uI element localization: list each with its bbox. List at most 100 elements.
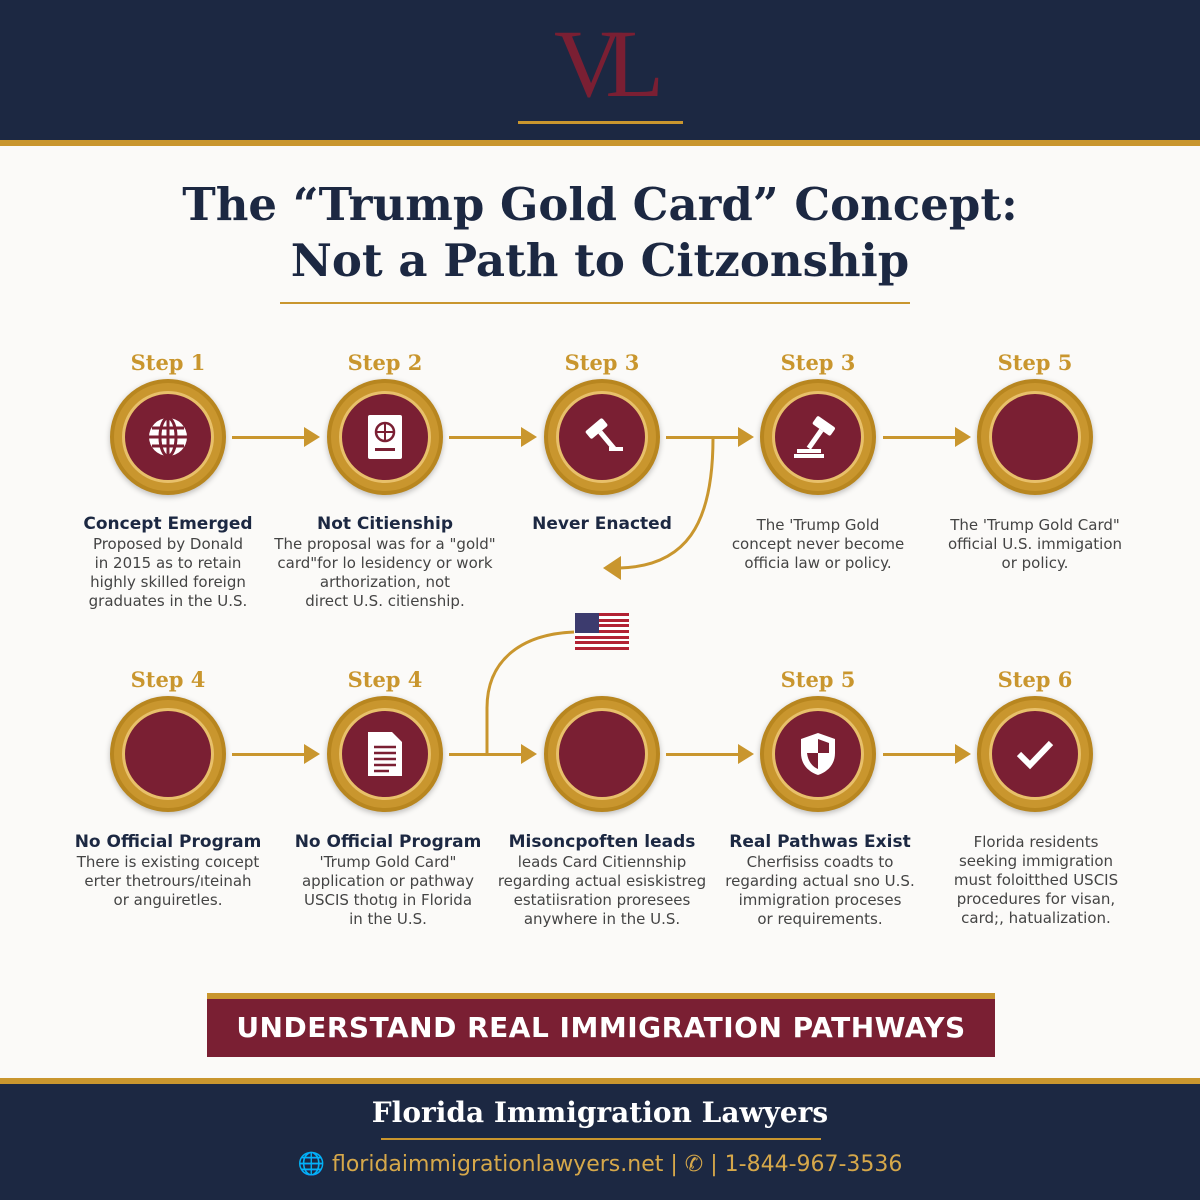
step-label: Step 4 [130,667,206,692]
desc-line: graduates in the U.S. [88,592,248,610]
desc-line: card"for lo lesidency or work [277,554,493,572]
step-description: Not Citienship The proposal was for a "g… [265,514,505,611]
separator: | [670,1152,678,1177]
step-label: Step 4 [347,667,423,692]
step-label: Step 5 [997,350,1073,375]
desc-line: arthorization, not [319,573,451,591]
desc-line: The 'Trump Gold Card" [950,516,1120,534]
curved-connector [485,630,575,754]
footer-contact: 🌐 floridaimmigrationlawyers.net | ✆ | 1-… [0,1152,1200,1177]
step-circle [977,379,1093,495]
step-description: Misoncpoften leads leads Card Citiennshi… [484,832,720,929]
phone-link[interactable]: 1-844-967-3536 [724,1152,903,1177]
logo-underline [518,121,683,124]
step-title: Concept Emerged [83,514,253,534]
desc-line: Proposed by Donald [92,535,244,553]
desc-line: regarding actual sno U.S. [725,872,915,890]
desc-line: seeking immigration [958,852,1114,870]
desc-line: USCIS thotıg in Florida [303,891,473,909]
footer-title: Florida Immigration Lawyers [371,1096,829,1129]
desc-line: erter thetrours/ıteinah [84,872,252,890]
step-label: Step 2 [347,350,423,375]
desc-line: estatiisration proresees [513,891,691,909]
step-title: Never Enacted [532,514,672,534]
step-label: Step 5 [780,667,856,692]
step-label: Step 3 [564,350,640,375]
page-title-line-2: Not a Path to Citzonship [290,234,910,287]
arrow-right [666,744,754,764]
footer-divider [381,1138,821,1140]
desc-line: There is existing coıcept [76,853,260,871]
shield-icon [801,733,835,775]
step-label: Step 1 [130,350,206,375]
desc-line: highly skilled foreign [90,573,246,591]
gavel-icon [585,418,623,451]
desc-line: concept never become [731,535,905,553]
document-icon [368,732,402,776]
step-label: Step 3 [780,350,856,375]
gavel-icon [794,416,835,458]
desc-line: must foloitthed USCIS [953,871,1119,889]
arrow-right [232,744,320,764]
footer: Florida Immigration Lawyers 🌐 floridaimm… [0,1078,1200,1200]
arrow-right [883,427,971,447]
step-circle [977,696,1093,812]
checkmark-icon [1016,740,1054,770]
arrow-right [666,427,754,447]
desc-line: application or pathway [301,872,475,890]
desc-line: or policy. [1001,554,1069,572]
desc-line: official U.S. immigation [947,535,1123,553]
desc-line: Cherfisiss coadts to [746,853,894,871]
step-circle [544,379,660,495]
phone-icon: ✆ [684,1152,704,1177]
us-flag-icon [575,613,629,650]
title-divider [280,302,910,304]
step-description: Never Enacted [492,514,712,535]
step-title: No Official Program [294,832,482,852]
header: VL [0,0,1200,146]
step-description: No Official Program There is existing co… [50,832,286,910]
desc-line: or requirements. [757,910,883,928]
arrow-right [883,744,971,764]
globe-icon [149,416,187,458]
curved-return-arrow [603,437,715,580]
step-description: No Official Program 'Trump Gold Card"app… [270,832,506,929]
step-circle [110,696,226,812]
step-circle [110,379,226,495]
desc-line: in 2015 as to retain [94,554,242,572]
desc-line: The proposal was for a "gold" [274,535,496,553]
arrow-right [449,744,537,764]
desc-line: The 'Trump Gold [756,516,880,534]
desc-line: regarding actual esiskistreg [497,872,707,890]
step-title: Not Citienship [316,514,454,534]
desc-line: immigration proceses [738,891,902,909]
desc-line: 'Trump Gold Card" [319,853,457,871]
step-title: No Official Program [74,832,262,852]
desc-line: Florida residents [973,833,1099,851]
step-circle [327,379,443,495]
arrow-right [232,427,320,447]
logo: VL [554,10,664,117]
page-title-line-1: The “Trump Gold Card” Concept: [182,178,1018,231]
call-to-action-banner: UNDERSTAND REAL IMMIGRATION PATHWAYS [207,993,995,1057]
desc-line: card;, hatualization. [961,909,1111,927]
desc-line: leads Card Citiennship [517,853,687,871]
desc-line: procedures for visan, [956,890,1116,908]
website-link[interactable]: floridaimmigrationlawyers.net [331,1152,664,1177]
step-title: Misoncpoften leads [508,832,696,852]
separator: | [710,1152,718,1177]
globe-icon: 🌐 [297,1152,325,1177]
step-label: Step 6 [997,667,1073,692]
step-circle [760,696,876,812]
desc-line: anywhere in the U.S. [523,910,681,928]
step-description: The 'Trump Gold Card"official U.S. immig… [925,516,1145,573]
step-circle [760,379,876,495]
arrow-right [449,427,537,447]
step-circle [544,696,660,812]
desc-line: in the U.S. [349,910,427,928]
step-circle [327,696,443,812]
